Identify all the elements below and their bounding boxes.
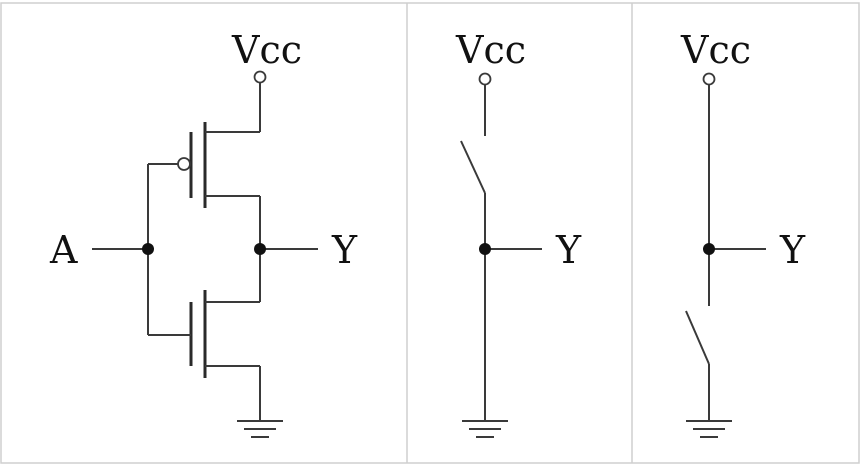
ground-symbol — [686, 420, 732, 438]
cmos-inverter-panel: Vcc — [49, 28, 358, 438]
output-node — [479, 243, 491, 255]
vcc-label: Vcc — [231, 28, 302, 72]
pmos-gate-bubble — [177, 157, 191, 171]
output-node — [703, 243, 715, 255]
output-label: Y — [779, 228, 806, 272]
input-label: A — [49, 228, 78, 272]
switch-model-high-panel: Vcc Y — [455, 28, 582, 438]
output-node — [254, 243, 266, 255]
output-label: Y — [331, 228, 358, 272]
input-node — [142, 243, 154, 255]
vcc-label: Vcc — [680, 28, 751, 72]
switch-model-low-panel: Vcc Y — [680, 28, 806, 438]
ground-symbol — [237, 420, 283, 438]
nmos-transistor — [148, 290, 260, 378]
pull-down-switch — [685, 310, 710, 365]
pull-up-switch — [460, 140, 486, 194]
pmos-transistor — [148, 122, 260, 208]
vcc-label: Vcc — [455, 28, 526, 72]
vcc-terminal — [478, 72, 492, 86]
vcc-terminal — [702, 72, 716, 86]
output-label: Y — [555, 228, 582, 272]
ground-symbol — [462, 420, 508, 438]
vcc-terminal — [253, 70, 267, 84]
